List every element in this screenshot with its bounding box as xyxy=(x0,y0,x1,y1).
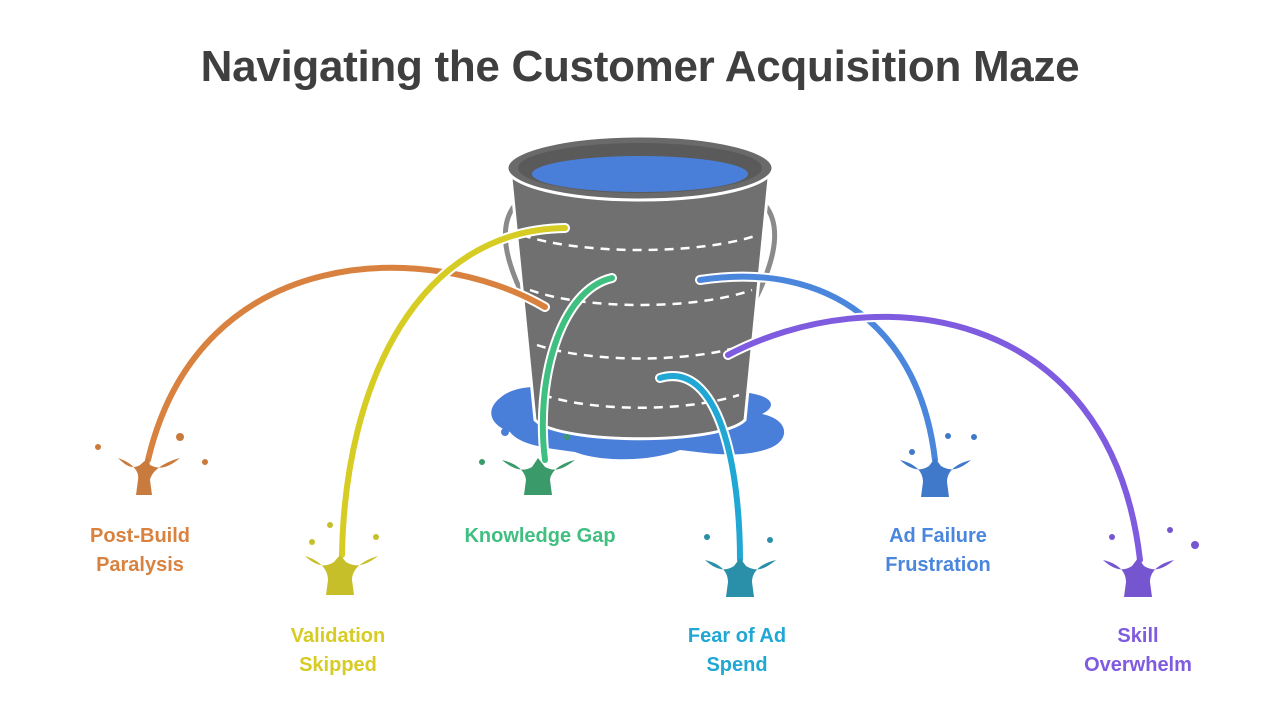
bucket-water xyxy=(532,156,748,192)
splash-post-build xyxy=(95,433,208,495)
bucket-seams xyxy=(521,233,759,409)
label-knowledge-gap: Knowledge Gap xyxy=(464,525,616,547)
stream-post-build xyxy=(143,262,550,465)
label-post-build-paralysis: Post-Build Paralysis xyxy=(90,525,190,576)
label-validation-skipped: Validation Skipped xyxy=(290,625,386,676)
diagram-title: Navigating the Customer Acquisition Maze xyxy=(200,42,1080,91)
splash-knowledge xyxy=(479,434,575,495)
splash-ad-failure xyxy=(900,433,977,497)
water-drop xyxy=(501,428,509,436)
label-fear-of-ad-spend: Fear of Ad Spend xyxy=(687,625,787,676)
splash-skill xyxy=(1103,527,1199,597)
label-ad-failure-frustration: Ad Failure Frustration xyxy=(885,525,991,576)
splash-fear xyxy=(704,534,776,597)
splash-validation xyxy=(305,522,379,595)
label-skill-overwhelm: Skill Overwhelm xyxy=(1084,625,1192,676)
